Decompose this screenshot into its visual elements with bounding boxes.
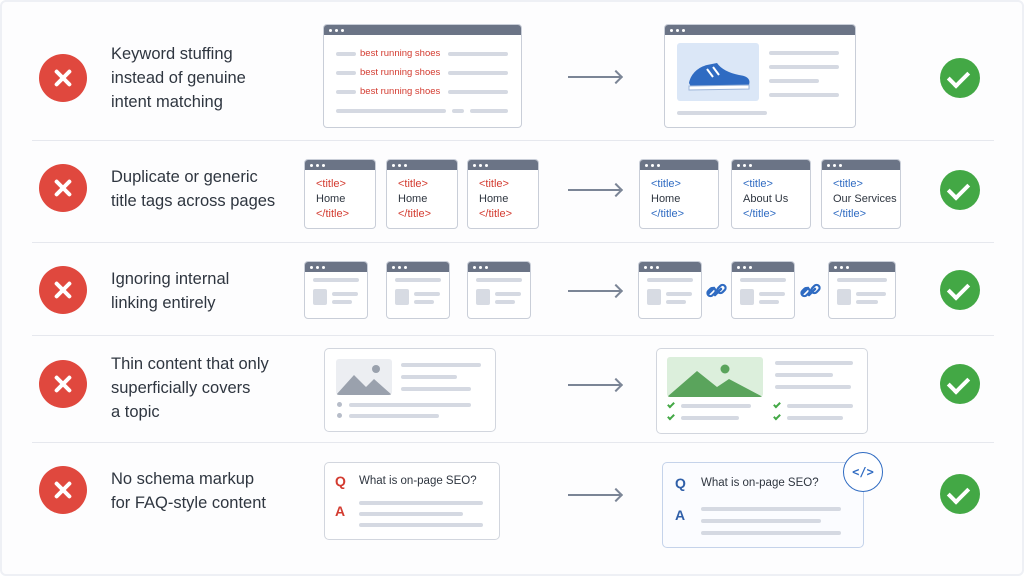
page-window [638,261,702,319]
row-label: Thin content that only superficially cov… [111,355,269,421]
keyword-text: best running shoes [360,48,441,59]
check-icon [940,474,980,514]
x-icon [39,54,87,102]
keyword-text: best running shoes [360,86,441,97]
page-window [828,261,896,319]
rich-content-card [656,348,868,434]
x-icon [39,164,87,212]
arrow-icon [568,189,620,191]
shoe-icon [677,43,759,101]
page-window [386,261,450,319]
answer-letter: A [335,503,346,519]
page-window [731,261,795,319]
good-title-window: <title>About Us</title> [731,159,811,229]
bad-title-window: <title>Home</title> [304,159,376,229]
keyword-text: best running shoes [360,67,441,78]
good-page-window [664,24,856,128]
bad-title-window: <title>Home</title> [467,159,539,229]
good-title-window: <title>Our Services</title> [821,159,901,229]
question-text: What is on-page SEO? [701,477,819,489]
row-label: No schema markup for FAQ-style content [111,470,266,512]
page-window [304,261,368,319]
arrow-icon [568,384,620,386]
faq-card-schema: Q What is on-page SEO? A [662,462,864,548]
check-icon [940,58,980,98]
page-window [467,261,531,319]
link-icon [799,280,823,307]
answer-letter: A [675,507,686,523]
bad-page-window: best running shoes best running shoes be… [323,24,522,128]
bad-title-window: <title>Home</title> [386,159,458,229]
code-icon: </> [843,452,883,492]
row-label: Ignoring internal linking entirely [111,270,230,312]
arrow-icon [568,76,620,78]
arrow-icon [568,494,620,496]
x-icon [39,266,87,314]
question-letter: Q [335,473,346,489]
x-icon [39,360,87,408]
row-label: Keyword stuffing instead of genuine inte… [111,45,246,111]
thin-content-card [324,348,496,432]
check-icon [940,364,980,404]
faq-card-plain: Q What is on-page SEO? A [324,462,500,540]
link-icon [705,280,729,307]
x-icon [39,466,87,514]
image-icon [667,357,763,397]
check-icon [940,270,980,310]
image-icon [336,359,392,395]
arrow-icon [568,290,620,292]
question-letter: Q [675,475,686,491]
question-text: What is on-page SEO? [359,475,477,487]
check-icon [940,170,980,210]
good-title-window: <title>Home</title> [639,159,719,229]
row-label: Duplicate or generic title tags across p… [111,168,276,210]
